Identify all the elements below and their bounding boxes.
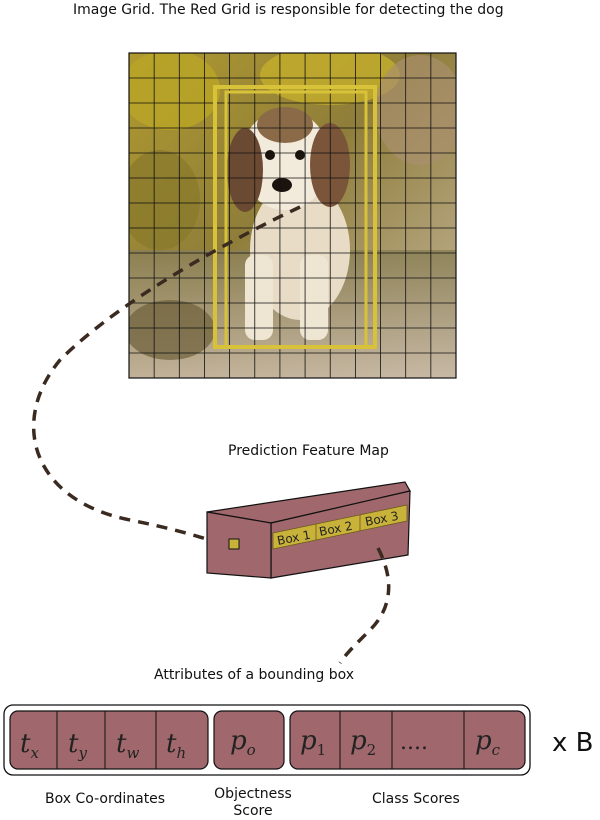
feature-map-highlight-cell [228, 538, 240, 550]
objectness-group: po [213, 710, 285, 770]
connector-grid-to-map [31, 205, 301, 547]
box-coordinates-group: tx ty tw th [9, 710, 209, 770]
image-grid-caption: Image Grid. The Red Grid is responsible … [73, 2, 504, 18]
feature-map-block: Box 1 Box 2 Box 3 [206, 481, 411, 579]
cell-ellipsis: .... [400, 730, 428, 755]
class-scores-label: Class Scores [372, 791, 460, 807]
feature-map-box-2-label: Box 2 [318, 519, 354, 539]
cell-th: th [166, 729, 186, 762]
bounding-box-inner [224, 90, 368, 349]
feature-map-box-3-label: Box 3 [364, 509, 400, 529]
grid-lines [129, 53, 456, 378]
multiplier-label: x B [552, 728, 594, 758]
objectness-label-line1: Objectness [214, 786, 292, 802]
attributes-caption: Attributes of a bounding box [154, 667, 355, 683]
cell-p2: p2 [350, 726, 376, 759]
cell-po: po [230, 726, 256, 759]
class-scores-group: p1 p2 .... pc [289, 710, 526, 770]
cell-tw: tw [116, 729, 139, 762]
cell-pc: pc [475, 726, 501, 759]
objectness-label: Objectness Score [205, 786, 301, 820]
objectness-label-line2: Score [233, 803, 273, 819]
feature-map-caption: Prediction Feature Map [228, 443, 389, 459]
connector-map-to-attributes [338, 547, 391, 664]
dog-photo [129, 53, 456, 378]
cell-ty: ty [68, 729, 87, 762]
box-coordinates-label: Box Co-ordinates [45, 791, 166, 807]
cell-tx: tx [20, 729, 39, 762]
cell-p1: p1 [300, 726, 326, 759]
feature-map-box-1-label: Box 1 [276, 528, 312, 548]
